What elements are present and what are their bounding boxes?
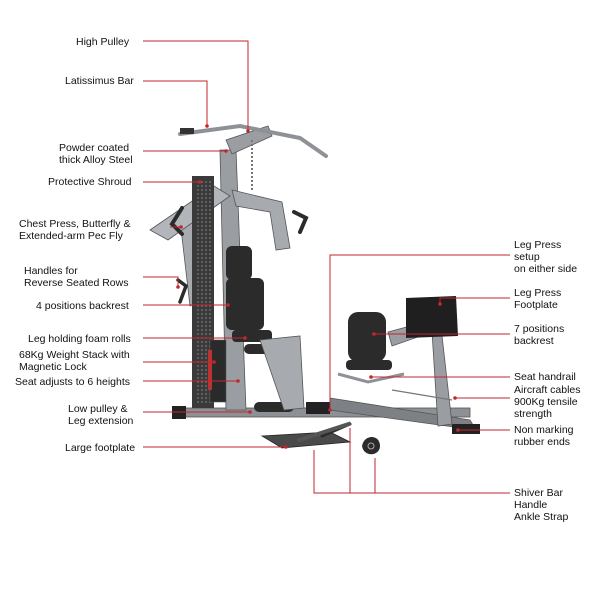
label-non-marking: Non marking xyxy=(514,424,574,436)
label-leg-press-setup-2: setup xyxy=(514,251,540,263)
ankle-strap xyxy=(362,437,380,455)
label-seat-adjusts: Seat adjusts to 6 heights xyxy=(15,376,130,388)
label-aircraft-cables: Aircraft cables xyxy=(514,384,581,396)
rubber-end-right xyxy=(452,424,480,434)
label-aircraft-cables-3: strength xyxy=(514,408,552,420)
label-powder-coated: Powder coated xyxy=(59,142,129,154)
label-shiver-bar: Shiver Bar xyxy=(514,487,564,499)
label-large-footplate: Large footplate xyxy=(65,442,135,454)
press-arm-center xyxy=(231,189,291,251)
label-low-pulley-2: Leg extension xyxy=(68,415,134,427)
label-backrest-7-2: backrest xyxy=(514,335,554,347)
leader-dots xyxy=(176,124,460,449)
label-leg-press-setup-3: on either side xyxy=(514,263,577,275)
chest-press-handle-right xyxy=(292,210,309,234)
home-gym-illustration xyxy=(149,123,480,455)
right-labels: Leg Press setup on either side Leg Press… xyxy=(514,239,581,523)
aircraft-cable xyxy=(391,389,453,401)
lat-bar-grip-left xyxy=(180,128,194,134)
label-chest-press-2: Extended-arm Pec Fly xyxy=(19,230,124,242)
label-leg-press-footplate: Leg Press xyxy=(514,287,561,299)
label-handles: Handles for xyxy=(24,265,78,277)
left-labels: High Pulley Latissimus Bar Powder coated… xyxy=(15,36,135,454)
label-backrest-4: 4 positions backrest xyxy=(36,300,129,312)
leg-extension-arm xyxy=(259,335,305,411)
leg-press-seat xyxy=(346,360,392,370)
leg-press-seat-back xyxy=(348,312,386,362)
chest-press-handle-left xyxy=(169,206,184,236)
label-weight-stack-2: Magnetic Lock xyxy=(19,361,87,373)
latissimus-bar xyxy=(178,123,328,158)
leg-press-footplate xyxy=(406,296,458,338)
label-handle: Handle xyxy=(514,499,547,511)
backrest-upper xyxy=(226,246,252,280)
label-latissimus-bar: Latissimus Bar xyxy=(65,75,134,87)
shiver-bar xyxy=(296,421,352,443)
label-backrest-7: 7 positions xyxy=(514,323,564,335)
label-high-pulley: High Pulley xyxy=(76,36,130,48)
label-leg-press-setup: Leg Press xyxy=(514,239,561,251)
label-low-pulley: Low pulley & xyxy=(68,403,128,415)
label-non-marking-2: rubber ends xyxy=(514,436,570,448)
label-handles-2: Reverse Seated Rows xyxy=(24,277,128,289)
label-aircraft-cables-2: 900Kg tensile xyxy=(514,396,578,408)
leader-lines xyxy=(143,40,510,494)
label-protective-shroud: Protective Shroud xyxy=(48,176,132,188)
label-seat-handrail: Seat handrail xyxy=(514,371,576,383)
label-weight-stack: 68Kg Weight Stack with xyxy=(19,349,130,361)
weight-stack-accent xyxy=(208,350,212,390)
seat-pad xyxy=(232,330,272,342)
label-leg-press-footplate-2: Footplate xyxy=(514,299,558,311)
ankle-strap-ring xyxy=(367,442,375,450)
rubber-end-mid xyxy=(306,402,330,414)
shroud-perforation xyxy=(195,180,211,404)
weight-stack xyxy=(209,339,227,403)
label-powder-coated-2: thick Alloy Steel xyxy=(59,154,133,166)
large-footplate xyxy=(260,431,352,449)
row-handle xyxy=(176,278,189,304)
label-ankle-strap: Ankle Strap xyxy=(514,511,568,523)
label-leg-holding: Leg holding foam rolls xyxy=(28,333,131,345)
backrest-lower xyxy=(226,278,264,330)
label-chest-press: Chest Press, Butterfly & xyxy=(19,218,130,230)
